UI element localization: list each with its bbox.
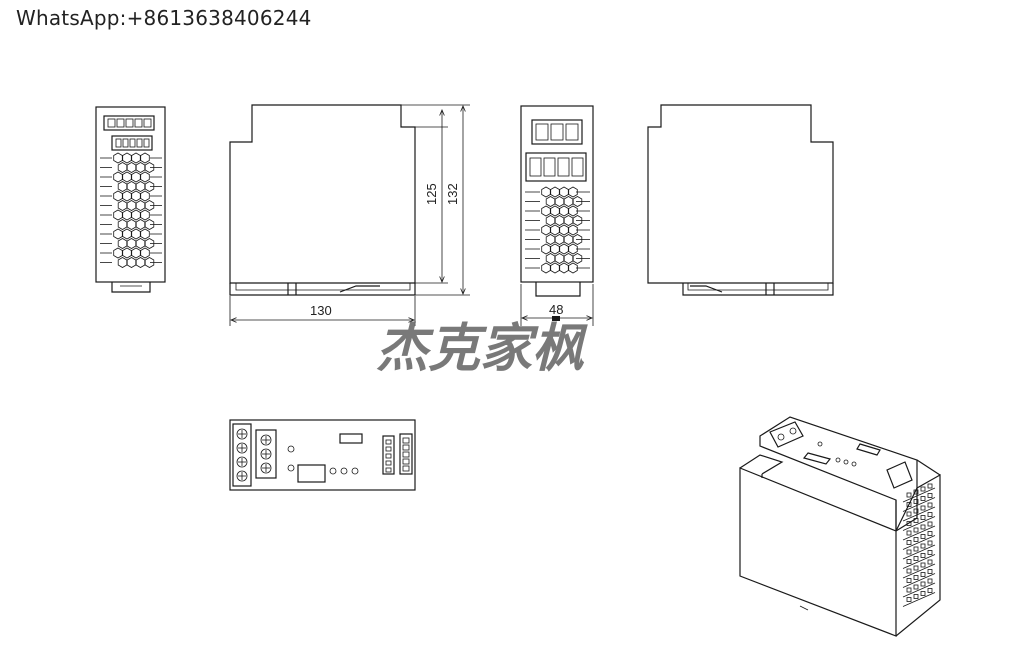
terminal-block-top [103, 115, 155, 131]
vent-slots [525, 186, 590, 274]
vent-slots [100, 152, 162, 268]
led-window [339, 433, 363, 444]
whatsapp-contact: WhatsApp:+8613638406244 [16, 6, 312, 30]
signal-terminal-right [399, 433, 413, 475]
input-terminal [232, 423, 252, 487]
top-view [229, 419, 416, 491]
signal-terminal-left [382, 435, 395, 475]
terminal-block-lower [525, 152, 587, 182]
output-terminal [255, 429, 277, 479]
isometric-view [739, 416, 941, 637]
dimension-width: 130 [310, 303, 332, 318]
front-view-center: 48 [520, 105, 594, 326]
dimension-height-body: 125 [424, 183, 439, 205]
dimension-height-total: 132 [445, 183, 460, 205]
side-view-right [647, 104, 834, 296]
side-view-width: 130 125 132 [229, 104, 470, 326]
terminal-block-middle [111, 135, 153, 151]
watermark: 杰克家枫 [376, 319, 588, 379]
iso-terminal [769, 421, 804, 448]
vent-slots [902, 483, 936, 607]
dimension-depth: 48 [549, 302, 563, 317]
display-window [297, 464, 326, 483]
din-clip [111, 282, 151, 293]
front-view-left [95, 106, 166, 293]
terminal-block-upper [531, 119, 583, 145]
iso-signal-terminal [886, 461, 913, 489]
